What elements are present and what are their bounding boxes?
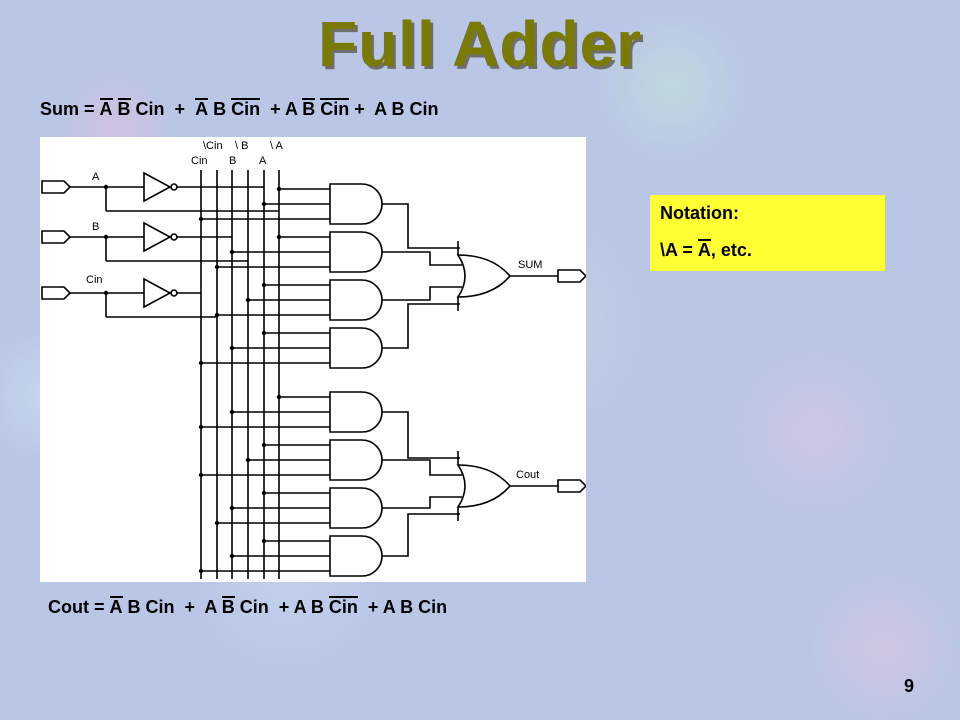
cout-eq-prefix: Cout = — [48, 597, 110, 617]
input-junction-dots — [103, 184, 109, 296]
or-gate-cout — [456, 464, 512, 508]
sum-term2-b: B — [208, 99, 232, 119]
and-gate-3 — [329, 279, 383, 321]
and-gate-5 — [329, 391, 383, 433]
input-b-group — [41, 221, 248, 262]
output-port-sum — [557, 269, 586, 283]
full-adder-schematic: \Cin \ B \ A Cin B A A B Cin — [40, 137, 586, 582]
bus-label-ncin: \Cin — [203, 140, 223, 152]
inverter-a — [143, 171, 172, 203]
cout-term3-ab: A B — [293, 597, 329, 617]
notation-box: Notation: \A = A, etc. — [650, 195, 885, 271]
vertical-bus-lines — [200, 170, 280, 579]
sum-term3-cin-bar: Cin — [320, 98, 350, 119]
cout-term3-cin-bar: Cin — [328, 596, 358, 617]
cout-term4: A B Cin — [382, 597, 448, 617]
sum-term4: A B Cin — [374, 99, 439, 119]
and-gates — [329, 183, 383, 577]
input-label-cin: Cin — [86, 274, 103, 286]
and-gate-1 — [329, 183, 383, 225]
output-label-sum: SUM — [518, 259, 542, 271]
cout-term2-a: A — [204, 597, 222, 617]
cout-term2-b-bar: B — [221, 596, 235, 617]
and-gate-4 — [329, 327, 383, 369]
sum-term3-b-bar: B — [302, 98, 316, 119]
cout-equation: Cout = A B Cin + A B Cin + A B Cin + A B… — [48, 596, 447, 618]
notation-a-bar: A — [697, 239, 711, 260]
output-wires — [510, 269, 586, 493]
sum-term3-a: A — [284, 99, 303, 119]
or-gates — [456, 254, 512, 508]
bus-label-cin: Cin — [191, 155, 208, 167]
sum-term1-a-bar: A — [99, 98, 113, 119]
or-gate-input-wires — [382, 203, 462, 557]
output-label-cout: Cout — [516, 469, 539, 481]
input-port-b — [41, 230, 72, 244]
sum-eq-prefix: Sum = — [40, 99, 100, 119]
input-port-cin — [41, 286, 72, 300]
bus-label-a: A — [259, 155, 267, 167]
input-label-a: A — [92, 171, 100, 183]
bus-junction-dots — [198, 186, 282, 574]
bus-label-nb: \ B — [235, 140, 248, 152]
and-gate-input-wires — [201, 188, 330, 572]
input-label-b: B — [92, 221, 99, 233]
notation-line: \A = A, etc. — [660, 239, 752, 261]
sum-equation: Sum = A B Cin + A B Cin + A B Cin + A B … — [40, 98, 438, 120]
page-number: 9 — [904, 676, 915, 696]
bus-label-b: B — [229, 155, 236, 167]
notation-suffix: , etc. — [710, 240, 752, 260]
bus-label-na: \ A — [270, 140, 284, 152]
inverter-b — [143, 221, 172, 253]
sum-term1-cin: Cin — [130, 99, 165, 119]
and-gate-7 — [329, 487, 383, 529]
bus-labels: \Cin \ B \ A Cin B A — [191, 140, 284, 167]
and-gate-8 — [329, 535, 383, 577]
input-a-group — [41, 171, 279, 212]
cout-plus-3: + — [357, 597, 383, 617]
sum-term1-b-bar: B — [117, 98, 131, 119]
cout-term2-cin: Cin — [234, 597, 269, 617]
sum-term2-a-bar: A — [195, 98, 209, 119]
inverter-cin — [143, 277, 172, 309]
sum-plus-2: + — [260, 99, 285, 119]
sum-term2-cin-bar: Cin — [231, 98, 261, 119]
output-port-cout — [557, 479, 586, 493]
sum-plus-1: + — [164, 99, 196, 119]
and-gate-6 — [329, 439, 383, 481]
input-port-a — [41, 180, 72, 194]
cout-term1-a-bar: A — [109, 596, 123, 617]
cout-term1-rest: B Cin — [122, 597, 175, 617]
and-gate-2 — [329, 231, 383, 273]
cout-plus-1: + — [174, 597, 205, 617]
slide-title: Full Adder — [317, 8, 643, 80]
notation-heading: Notation: — [660, 203, 739, 223]
or-gate-sum — [456, 254, 512, 298]
notation-prefix: \A = — [660, 240, 698, 260]
sum-plus-3: + — [349, 99, 375, 119]
cout-plus-2: + — [268, 597, 294, 617]
